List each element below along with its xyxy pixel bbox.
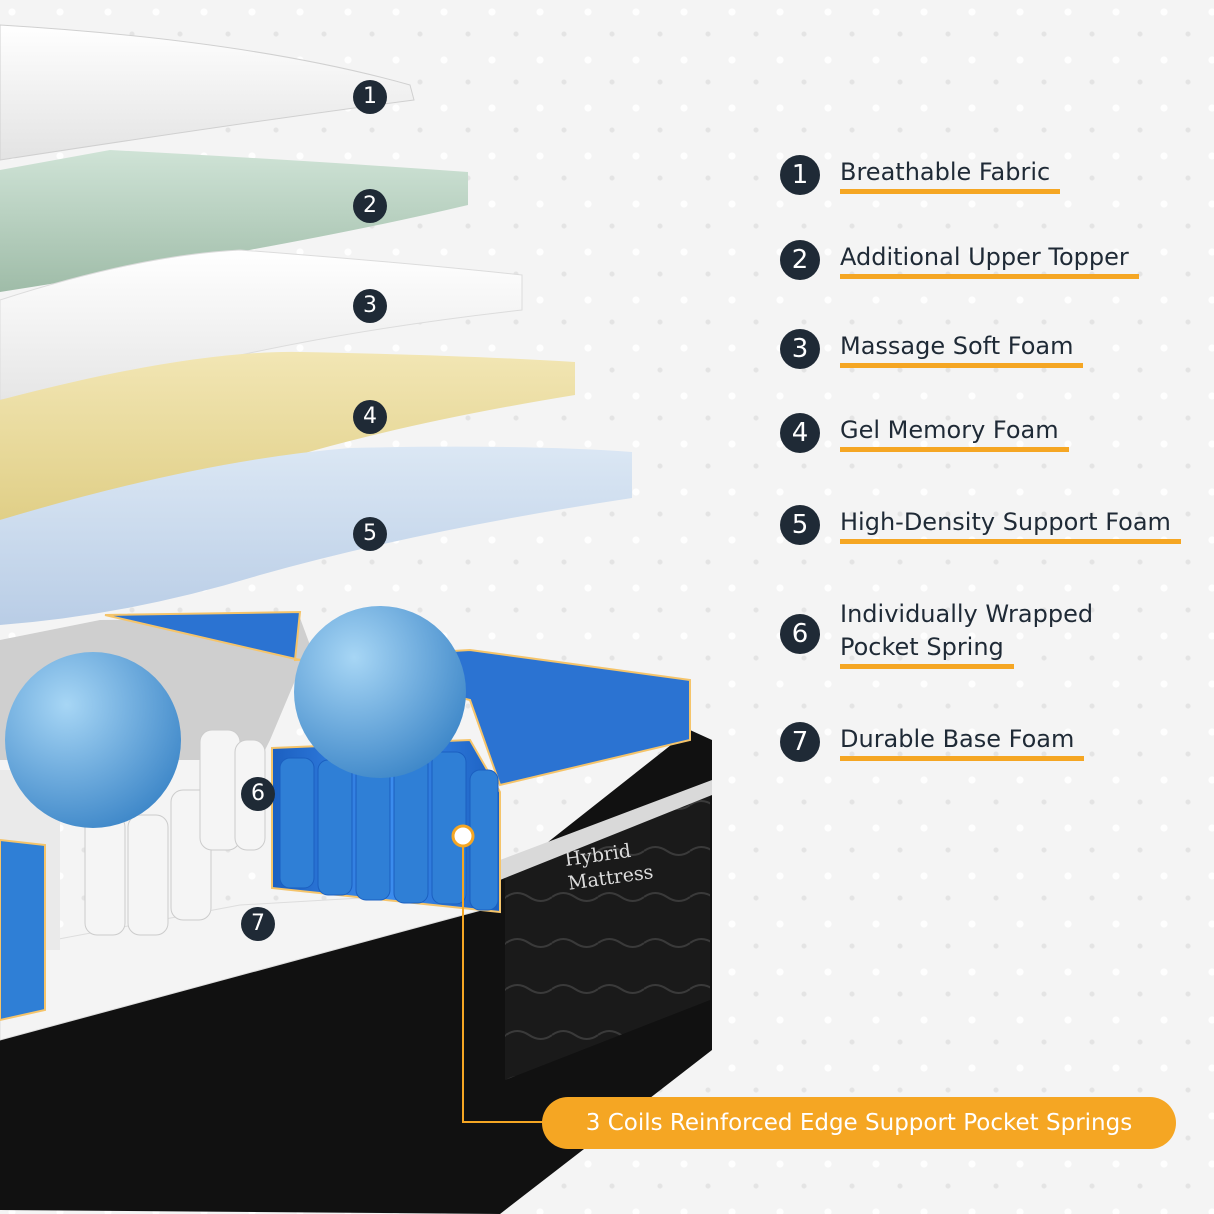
- legend-badge: 4: [780, 413, 820, 453]
- legend-label: High-Density Support Foam: [840, 506, 1181, 544]
- marker-3: 3: [353, 289, 387, 323]
- layer-3-soft-foam: [0, 249, 523, 401]
- mattress-side-quilt: [505, 790, 710, 1080]
- legend-label: Gel Memory Foam: [840, 414, 1069, 452]
- blue-spring-block: [271, 738, 501, 914]
- marker-7: 7: [241, 907, 275, 941]
- marker-5: 5: [353, 517, 387, 551]
- legend-label: Massage Soft Foam: [840, 330, 1084, 368]
- layer-1-fabric: [0, 24, 415, 161]
- legend-item-2: 2 Additional Upper Topper: [780, 240, 1139, 280]
- legend-item-6: 6 Individually Wrapped Pocket Spring: [780, 598, 1093, 669]
- legend-label-line-2: Pocket Spring: [840, 631, 1014, 669]
- callout-leader: [462, 846, 548, 1123]
- legend-item-7: 7 Durable Base Foam: [780, 722, 1085, 762]
- legend-label: Breathable Fabric: [840, 156, 1061, 194]
- legend-badge: 2: [780, 240, 820, 280]
- blue-edge-left: [0, 838, 46, 1022]
- edge-support-callout: 3 Coils Reinforced Edge Support Pocket S…: [542, 1097, 1176, 1149]
- legend-label: Additional Upper Topper: [840, 241, 1139, 279]
- marker-2: 2: [353, 189, 387, 223]
- layer-4-gel-foam: [0, 351, 575, 520]
- callout-dot: [451, 824, 475, 848]
- ball-left: [5, 652, 181, 828]
- legend-item-1: 1 Breathable Fabric: [780, 155, 1061, 195]
- legend-item-5: 5 High-Density Support Foam: [780, 505, 1181, 545]
- legend-badge: 3: [780, 329, 820, 369]
- legend-label: Durable Base Foam: [840, 723, 1085, 761]
- legend-item-3: 3 Massage Soft Foam: [780, 329, 1084, 369]
- layer-2-topper: [0, 150, 468, 292]
- layer-5-support-foam: [0, 446, 632, 625]
- legend-badge: 1: [780, 155, 820, 195]
- mattress-base: [0, 730, 712, 1214]
- legend-badge: 5: [780, 505, 820, 545]
- legend-item-4: 4 Gel Memory Foam: [780, 413, 1069, 453]
- legend-label-line-1: Individually Wrapped: [840, 600, 1094, 628]
- ball-right: [294, 606, 466, 778]
- legend-badge: 7: [780, 722, 820, 762]
- marker-1: 1: [353, 80, 387, 114]
- marker-6: 6: [241, 777, 275, 811]
- marker-4: 4: [353, 400, 387, 434]
- legend-badge: 6: [780, 613, 820, 654]
